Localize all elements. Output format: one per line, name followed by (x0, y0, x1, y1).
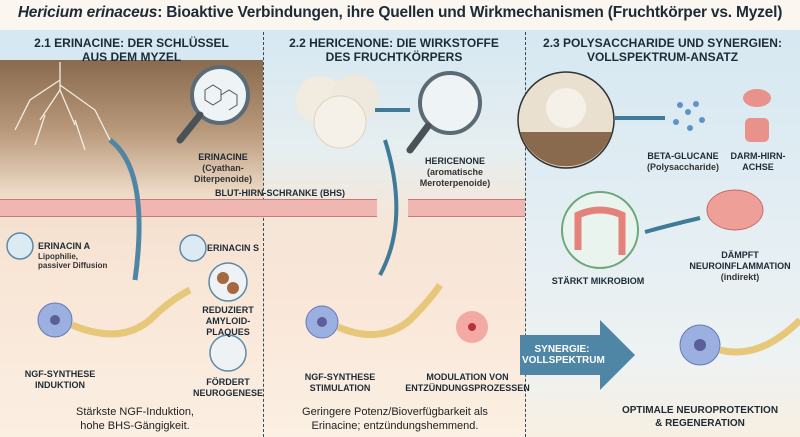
barrier-label: BLUT-HIRN-SCHRANKE (BHS) (215, 188, 345, 198)
magnifier-icon (406, 71, 482, 154)
page-title: Hericium erinaceus: Bioaktive Verbindung… (17, 4, 783, 21)
neuron-icon (679, 317, 800, 366)
brain-icon (706, 189, 764, 231)
beta-glucan-icon (673, 101, 705, 131)
section-heading-polysaccharide: 2.3 POLYSACCHARIDE UND SYNERGIEN:VOLLSPE… (543, 36, 782, 64)
amyloid-plaque-icon (208, 262, 248, 302)
neurogenesis-icon (209, 334, 247, 372)
neuron-icon (305, 283, 443, 339)
arrow-icon (378, 139, 399, 276)
neuron-icon (37, 286, 192, 338)
arrow-icon (108, 138, 142, 281)
column-divider (525, 32, 526, 437)
synergy-arrow (520, 320, 635, 390)
droplet-icon (6, 232, 34, 260)
neuroprotection-label: OPTIMALE NEUROPROTEKTION& REGENERATION (621, 405, 779, 429)
erinacin-s-icon (179, 234, 207, 262)
arrow-icon (644, 216, 701, 234)
synergy-label: SYNERGIE:VOLLSPEKTRUM (522, 344, 605, 366)
blood-brain-barrier (0, 199, 377, 217)
mycelium-roots-icon (14, 62, 111, 151)
gut-brain-axis-icon (743, 89, 771, 142)
gut-brain-axis-label: DARM-HIRN-ACHSE (730, 151, 786, 172)
column-divider (263, 32, 264, 437)
magnifier-icon (176, 65, 250, 144)
erinacine-summary: Stärkste NGF-Induktion,hohe BHS-Gängigke… (76, 406, 194, 432)
mushroom-with-mycelium-icon (517, 71, 615, 169)
microbiome-label: STÄRKT MIKROBIOM (551, 276, 645, 286)
microbiome-icon (561, 191, 639, 269)
erinacin-s-label: ERINACIN S (207, 243, 260, 253)
beta-glucan-label: BETA-GLUCANE(Polysaccharide) (646, 151, 720, 172)
lions-mane-mushroom-icon (296, 74, 379, 149)
blood-brain-barrier (408, 199, 525, 217)
erinacine-label: ERINACINE(Cyathan-Diterpenoide) (193, 152, 252, 184)
